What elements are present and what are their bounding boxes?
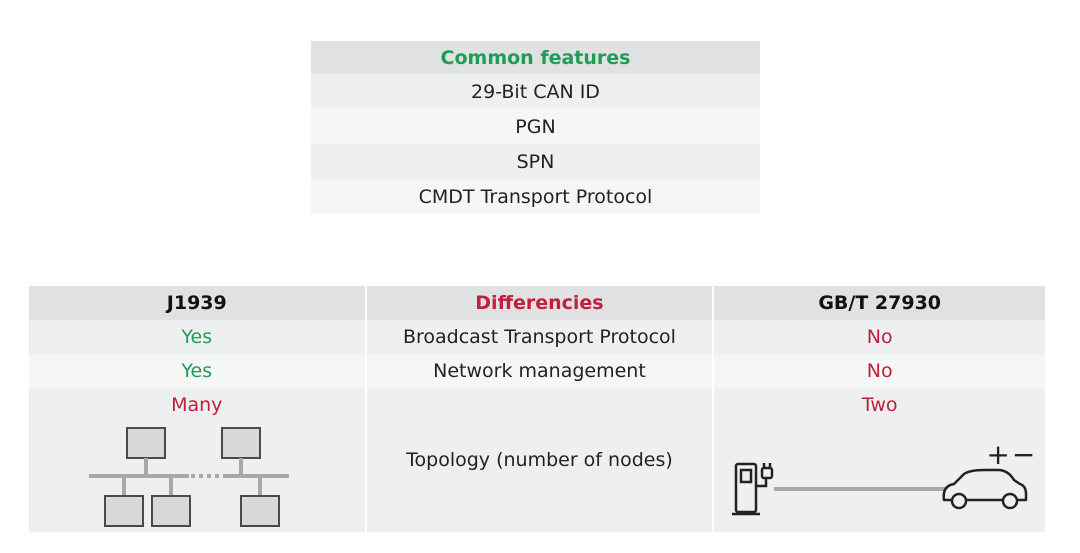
feature-topology: Topology (number of nodes) xyxy=(364,388,714,532)
common-features-table: Common features 29-Bit CAN ID PGN SPN CM… xyxy=(311,41,760,214)
j1939-broadcast-value: Yes xyxy=(29,320,366,354)
bus-network-icon xyxy=(89,427,289,527)
common-feature-row: SPN xyxy=(311,144,760,179)
differences-table: J1939 Differencies GB/T 27930 Yes Broadc… xyxy=(29,286,1045,532)
gbt-broadcast-value: No xyxy=(712,320,1045,354)
common-feature-row: 29-Bit CAN ID xyxy=(311,74,760,109)
gbt-topology-cell: Two xyxy=(712,388,1045,532)
feature-broadcast: Broadcast Transport Protocol xyxy=(364,320,714,354)
j1939-topology-cell: Many xyxy=(29,388,366,532)
car-icon xyxy=(942,468,1028,510)
j1939-topology-value: Many xyxy=(171,394,223,416)
gbt-netmgmt-value: No xyxy=(712,354,1045,388)
plus-minus-symbol: +− xyxy=(986,438,1038,471)
header-j1939: J1939 xyxy=(29,286,366,320)
feature-network-management: Network management xyxy=(364,354,714,388)
common-features-header: Common features xyxy=(311,41,760,74)
header-gbt27930: GB/T 27930 xyxy=(712,286,1045,320)
common-feature-row: PGN xyxy=(311,109,760,144)
header-differencies: Differencies xyxy=(364,286,714,320)
j1939-netmgmt-value: Yes xyxy=(29,354,366,388)
gbt-topology-value: Two xyxy=(861,394,898,416)
charging-station-icon xyxy=(732,462,947,516)
common-feature-row: CMDT Transport Protocol xyxy=(311,179,760,214)
